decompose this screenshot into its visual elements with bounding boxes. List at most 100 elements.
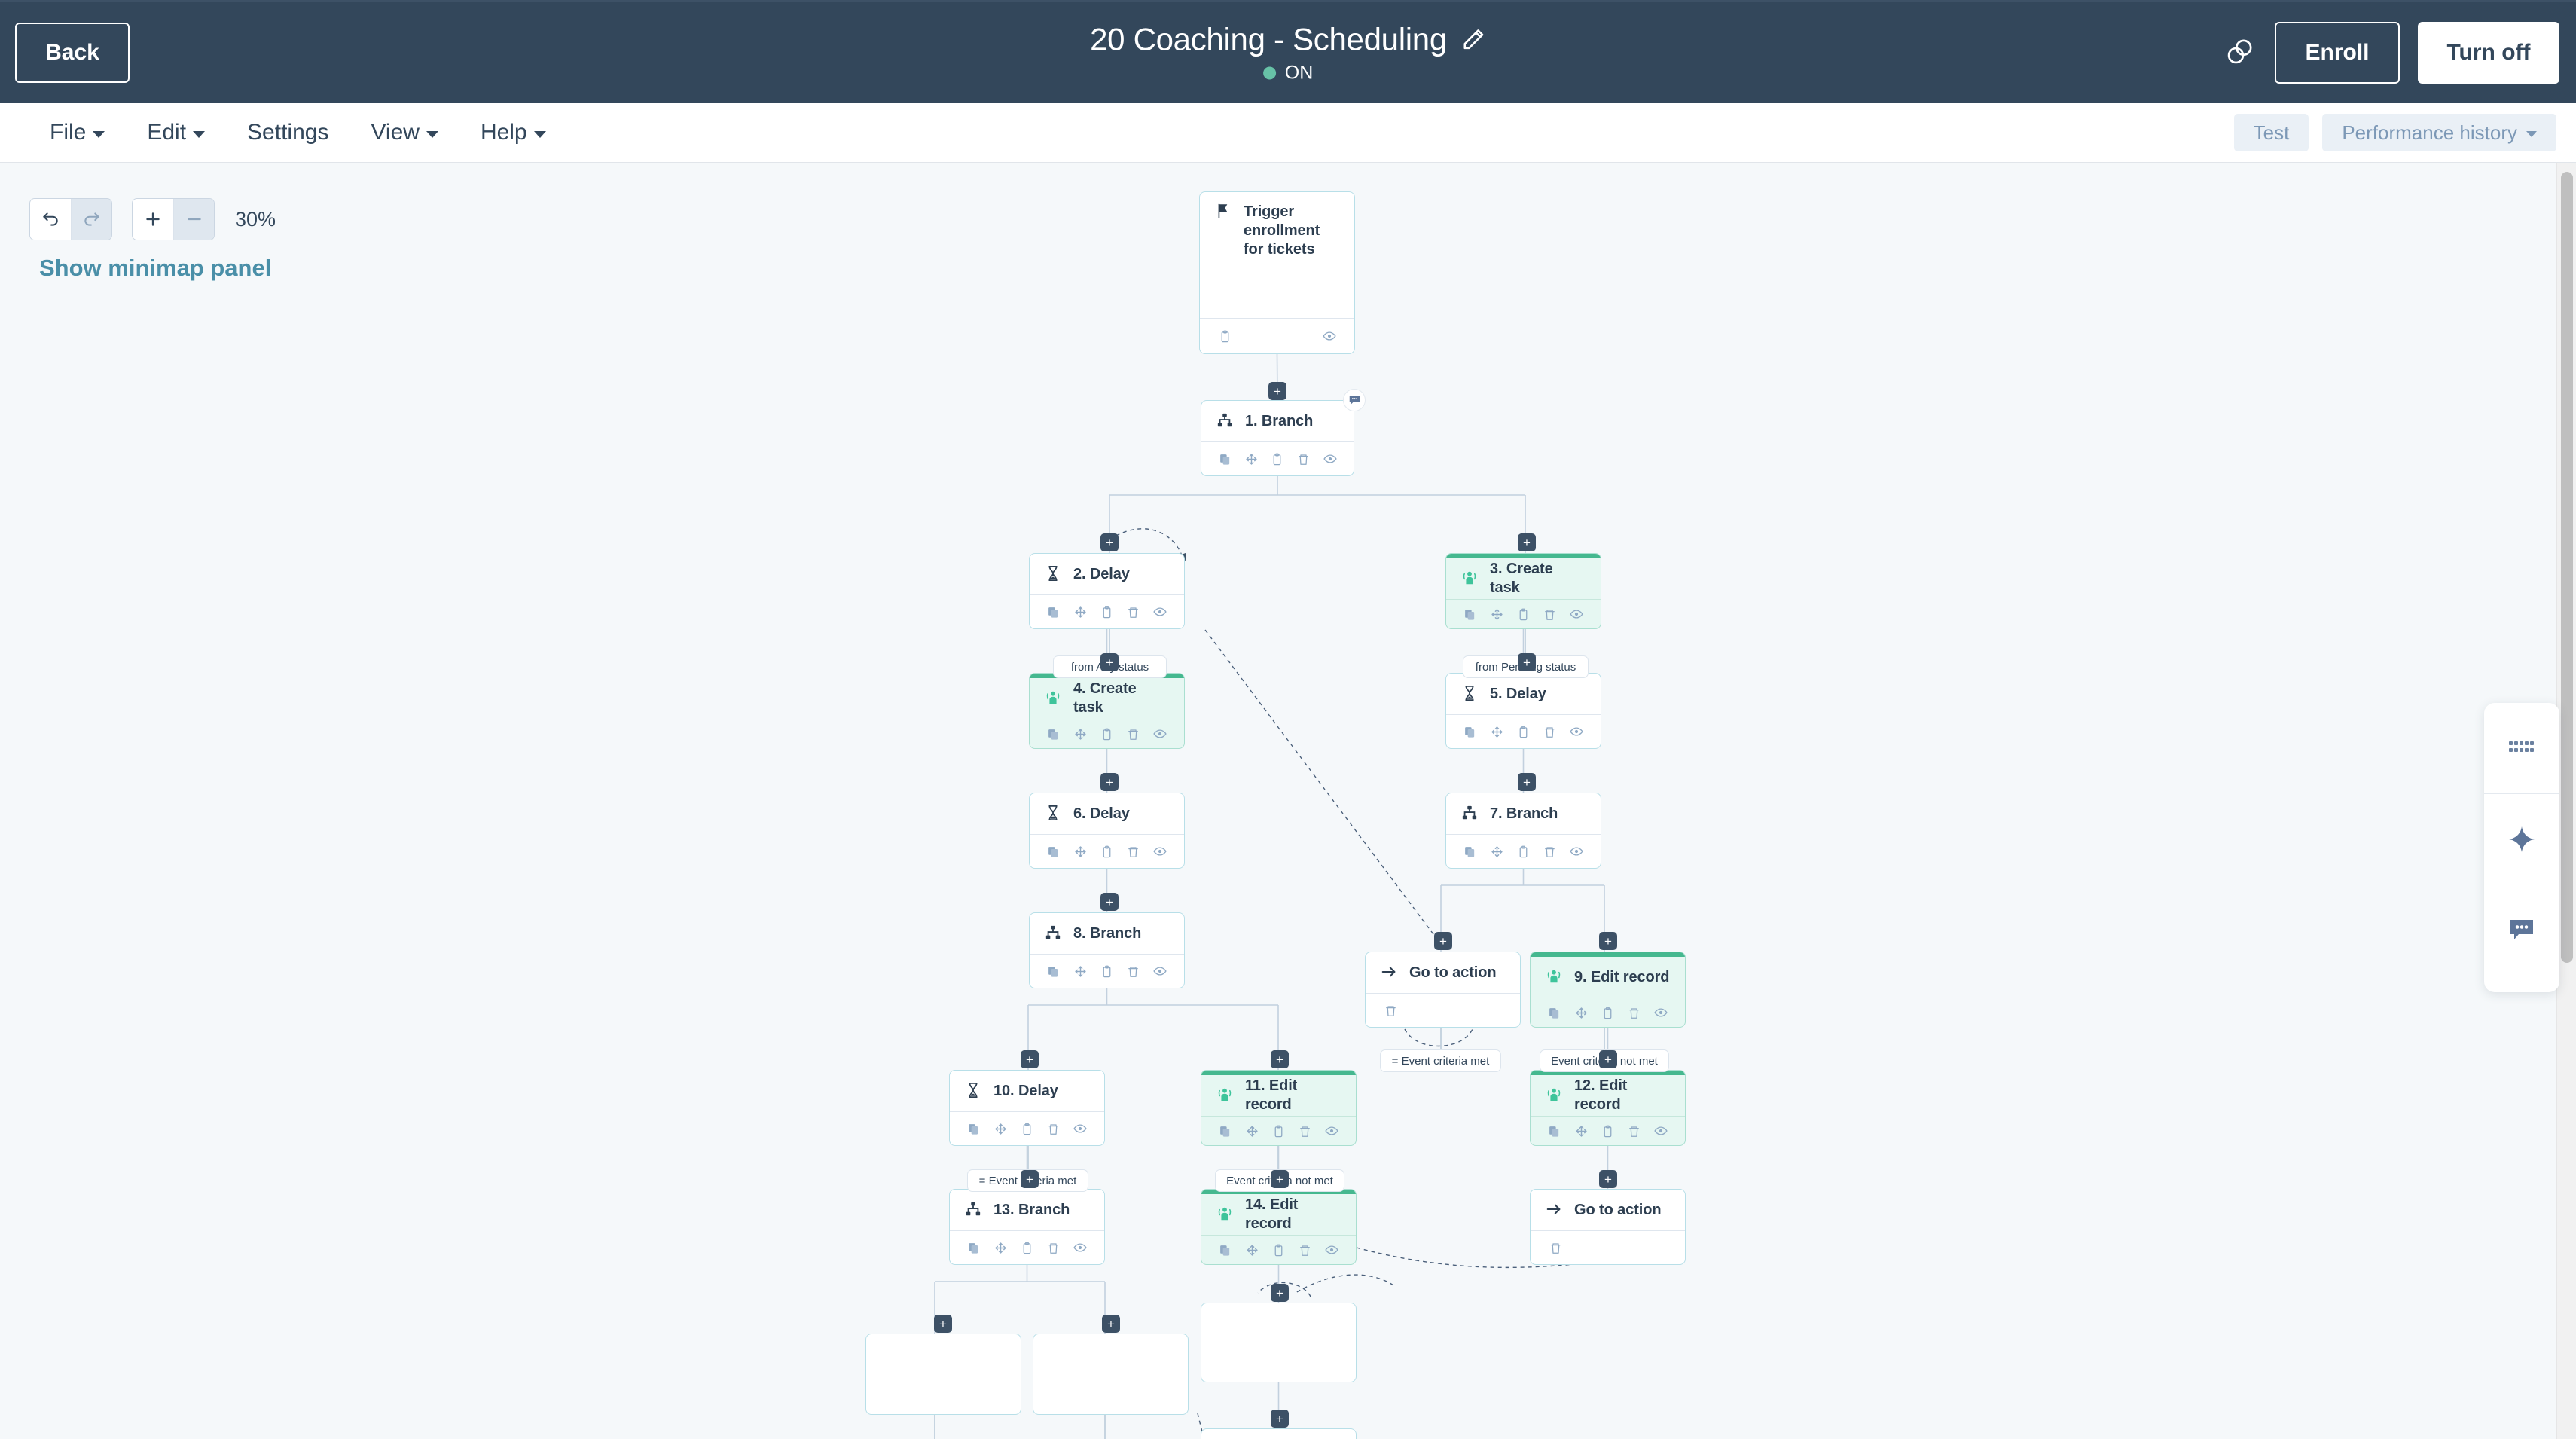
add-step-button[interactable]: +: [1599, 1050, 1617, 1068]
node-action-trash-icon[interactable]: [1290, 445, 1317, 473]
link-icon[interactable]: [2223, 35, 2257, 72]
node-action-clipboard-icon[interactable]: [1265, 1236, 1292, 1264]
vertical-scrollbar-thumb[interactable]: [2561, 172, 2573, 963]
node-action-copy-icon[interactable]: [960, 1233, 987, 1262]
add-step-button[interactable]: +: [1434, 932, 1452, 950]
node-action-move-icon[interactable]: [1238, 1236, 1265, 1264]
add-step-button[interactable]: +: [1271, 1170, 1289, 1188]
node-action-eye-icon[interactable]: [1315, 322, 1344, 350]
workflow-node-n3[interactable]: 3. Create task: [1445, 553, 1601, 629]
node-action-clipboard-icon[interactable]: [1014, 1233, 1040, 1262]
node-action-clipboard-icon[interactable]: [1014, 1114, 1040, 1143]
node-action-copy-icon[interactable]: [1541, 1117, 1567, 1145]
workflow-node-blank1[interactable]: [1201, 1303, 1357, 1382]
node-action-trash-icon[interactable]: [1120, 837, 1146, 866]
node-action-copy-icon[interactable]: [1040, 720, 1067, 748]
node-action-trash-icon[interactable]: [1541, 1233, 1570, 1262]
node-action-eye-icon[interactable]: [1564, 717, 1590, 746]
node-action-copy-icon[interactable]: [1212, 445, 1238, 473]
node-action-trash-icon[interactable]: [1040, 1233, 1067, 1262]
node-action-clipboard-icon[interactable]: [1210, 322, 1239, 350]
node-action-copy-icon[interactable]: [1040, 597, 1067, 626]
workflow-canvas[interactable]: 30% Show minimap panel Trigger enrollmen…: [0, 163, 2576, 1439]
add-step-button[interactable]: +: [1518, 533, 1536, 551]
node-action-eye-icon[interactable]: [1564, 600, 1590, 628]
node-action-trash-icon[interactable]: [1537, 717, 1563, 746]
node-action-move-icon[interactable]: [1483, 600, 1509, 628]
node-action-clipboard-icon[interactable]: [1094, 597, 1120, 626]
node-action-trash-icon[interactable]: [1292, 1117, 1318, 1145]
node-action-move-icon[interactable]: [987, 1114, 1013, 1143]
node-action-copy-icon[interactable]: [1457, 600, 1483, 628]
add-step-button[interactable]: +: [1518, 653, 1536, 671]
workflow-node-blank2[interactable]: [865, 1334, 1021, 1415]
node-action-eye-icon[interactable]: [1319, 1117, 1345, 1145]
node-action-eye-icon[interactable]: [1067, 1114, 1094, 1143]
node-comment-badge[interactable]: [1343, 389, 1366, 411]
node-action-copy-icon[interactable]: [1541, 998, 1567, 1027]
workflow-node-n6[interactable]: 6. Delay: [1029, 793, 1185, 869]
menu-item-file[interactable]: File: [33, 112, 121, 153]
workflow-node-blank3[interactable]: [1033, 1334, 1189, 1415]
node-action-trash-icon[interactable]: [1376, 996, 1405, 1025]
menu-item-settings[interactable]: Settings: [230, 112, 345, 153]
node-action-eye-icon[interactable]: [1147, 837, 1174, 866]
node-action-copy-icon[interactable]: [1457, 717, 1483, 746]
node-action-trash-icon[interactable]: [1120, 597, 1146, 626]
menu-item-edit[interactable]: Edit: [130, 112, 221, 153]
node-action-clipboard-icon[interactable]: [1094, 837, 1120, 866]
node-action-trash-icon[interactable]: [1537, 600, 1563, 628]
node-action-trash-icon[interactable]: [1537, 837, 1563, 866]
add-step-button[interactable]: +: [1271, 1284, 1289, 1302]
workflow-node-n13[interactable]: 13. Branch: [949, 1189, 1105, 1265]
node-action-copy-icon[interactable]: [1457, 837, 1483, 866]
add-step-button[interactable]: +: [1268, 382, 1286, 400]
apps-grid-icon[interactable]: [2484, 703, 2559, 793]
test-button[interactable]: Test: [2234, 114, 2309, 151]
node-action-clipboard-icon[interactable]: [1094, 957, 1120, 985]
node-action-clipboard-icon[interactable]: [1510, 717, 1537, 746]
node-action-clipboard-icon[interactable]: [1265, 1117, 1292, 1145]
node-action-move-icon[interactable]: [1067, 597, 1093, 626]
add-step-button[interactable]: +: [1271, 1410, 1289, 1428]
performance-history-button[interactable]: Performance history: [2322, 114, 2556, 151]
node-action-move-icon[interactable]: [987, 1233, 1013, 1262]
node-action-move-icon[interactable]: [1067, 720, 1093, 748]
turn-off-button[interactable]: Turn off: [2418, 22, 2559, 84]
menu-item-help[interactable]: Help: [464, 112, 563, 153]
node-action-trash-icon[interactable]: [1621, 1117, 1647, 1145]
node-action-move-icon[interactable]: [1067, 957, 1093, 985]
node-action-eye-icon[interactable]: [1317, 445, 1343, 473]
add-step-button[interactable]: +: [1021, 1170, 1039, 1188]
pencil-icon[interactable]: [1460, 27, 1486, 53]
workflow-node-n14[interactable]: 14. Edit record: [1201, 1189, 1357, 1265]
node-action-clipboard-icon[interactable]: [1595, 1117, 1621, 1145]
workflow-node-n9[interactable]: 9. Edit record: [1530, 952, 1686, 1028]
sparkle-ai-icon[interactable]: [2484, 794, 2559, 884]
workflow-node-trigger[interactable]: Trigger enrollment for tickets: [1199, 191, 1355, 354]
node-action-eye-icon[interactable]: [1564, 837, 1590, 866]
node-action-trash-icon[interactable]: [1040, 1114, 1067, 1143]
workflow-node-n8[interactable]: 8. Branch: [1029, 912, 1185, 988]
menu-item-view[interactable]: View: [354, 112, 454, 153]
node-action-eye-icon[interactable]: [1147, 597, 1174, 626]
node-action-eye-icon[interactable]: [1067, 1233, 1094, 1262]
workflow-node-goto1[interactable]: Go to action: [1365, 952, 1521, 1028]
enroll-button[interactable]: Enroll: [2275, 22, 2400, 84]
add-step-button[interactable]: +: [934, 1315, 952, 1333]
node-action-eye-icon[interactable]: [1648, 998, 1674, 1027]
node-action-trash-icon[interactable]: [1621, 998, 1647, 1027]
workflow-node-n5[interactable]: 5. Delay: [1445, 673, 1601, 749]
node-action-move-icon[interactable]: [1067, 837, 1093, 866]
add-step-button[interactable]: +: [1100, 893, 1119, 911]
node-action-copy-icon[interactable]: [960, 1114, 987, 1143]
node-action-clipboard-icon[interactable]: [1510, 837, 1537, 866]
node-action-trash-icon[interactable]: [1120, 720, 1146, 748]
workflow-node-n4[interactable]: 4. Create task: [1029, 673, 1185, 749]
add-step-button[interactable]: +: [1100, 773, 1119, 791]
add-step-button[interactable]: +: [1100, 653, 1119, 671]
node-action-trash-icon[interactable]: [1120, 957, 1146, 985]
node-action-clipboard-icon[interactable]: [1595, 998, 1621, 1027]
add-step-button[interactable]: +: [1599, 1170, 1617, 1188]
workflow-node-n2[interactable]: 2. Delay: [1029, 553, 1185, 629]
